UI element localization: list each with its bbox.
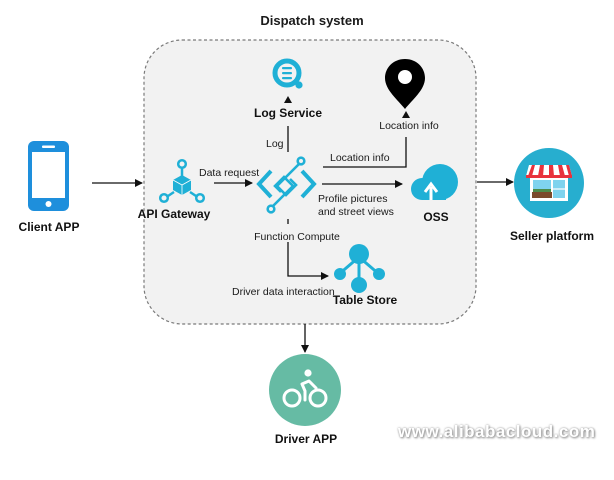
bicycle-icon [269, 354, 341, 426]
cloud-upload-icon [411, 164, 458, 200]
tree-nodes-icon [334, 244, 385, 293]
watermark: www.alibabacloud.com [398, 422, 596, 441]
oss-label: OSS [423, 210, 449, 224]
storefront-icon [514, 148, 584, 218]
location-label: Location info [379, 120, 439, 132]
arrowhead-log [284, 96, 292, 103]
edge-label-log: Log [266, 138, 284, 150]
driver-app-label: Driver APP [274, 432, 338, 446]
smartphone-icon [28, 141, 69, 211]
seller-platform-label: Seller platform [509, 229, 595, 243]
client-app-label: Client APP [18, 220, 80, 234]
log-search-icon [272, 58, 303, 89]
table-store-label: Table Store [332, 293, 398, 307]
arrowhead-location [402, 111, 410, 118]
edge-label-profile-line1: Profile pictures [318, 193, 388, 205]
api-gateway-cube-icon [158, 158, 206, 204]
map-pin-icon [385, 59, 425, 109]
function-compute-icon [256, 156, 317, 214]
edge-label-driver-data: Driver data interaction [232, 286, 335, 298]
dispatch-system-title: Dispatch system [260, 13, 364, 28]
api-gateway-label: API Gateway [137, 207, 211, 221]
arrow-function-to-location [323, 137, 407, 168]
function-compute-label: Function Compute [254, 231, 340, 243]
edge-label-data-request: Data request [199, 167, 260, 179]
arrow-function-to-tablestore [287, 242, 329, 280]
edge-label-location-info: Location info [330, 152, 390, 164]
log-service-label: Log Service [253, 106, 323, 120]
edge-label-profile-line2: and street views [318, 206, 394, 218]
